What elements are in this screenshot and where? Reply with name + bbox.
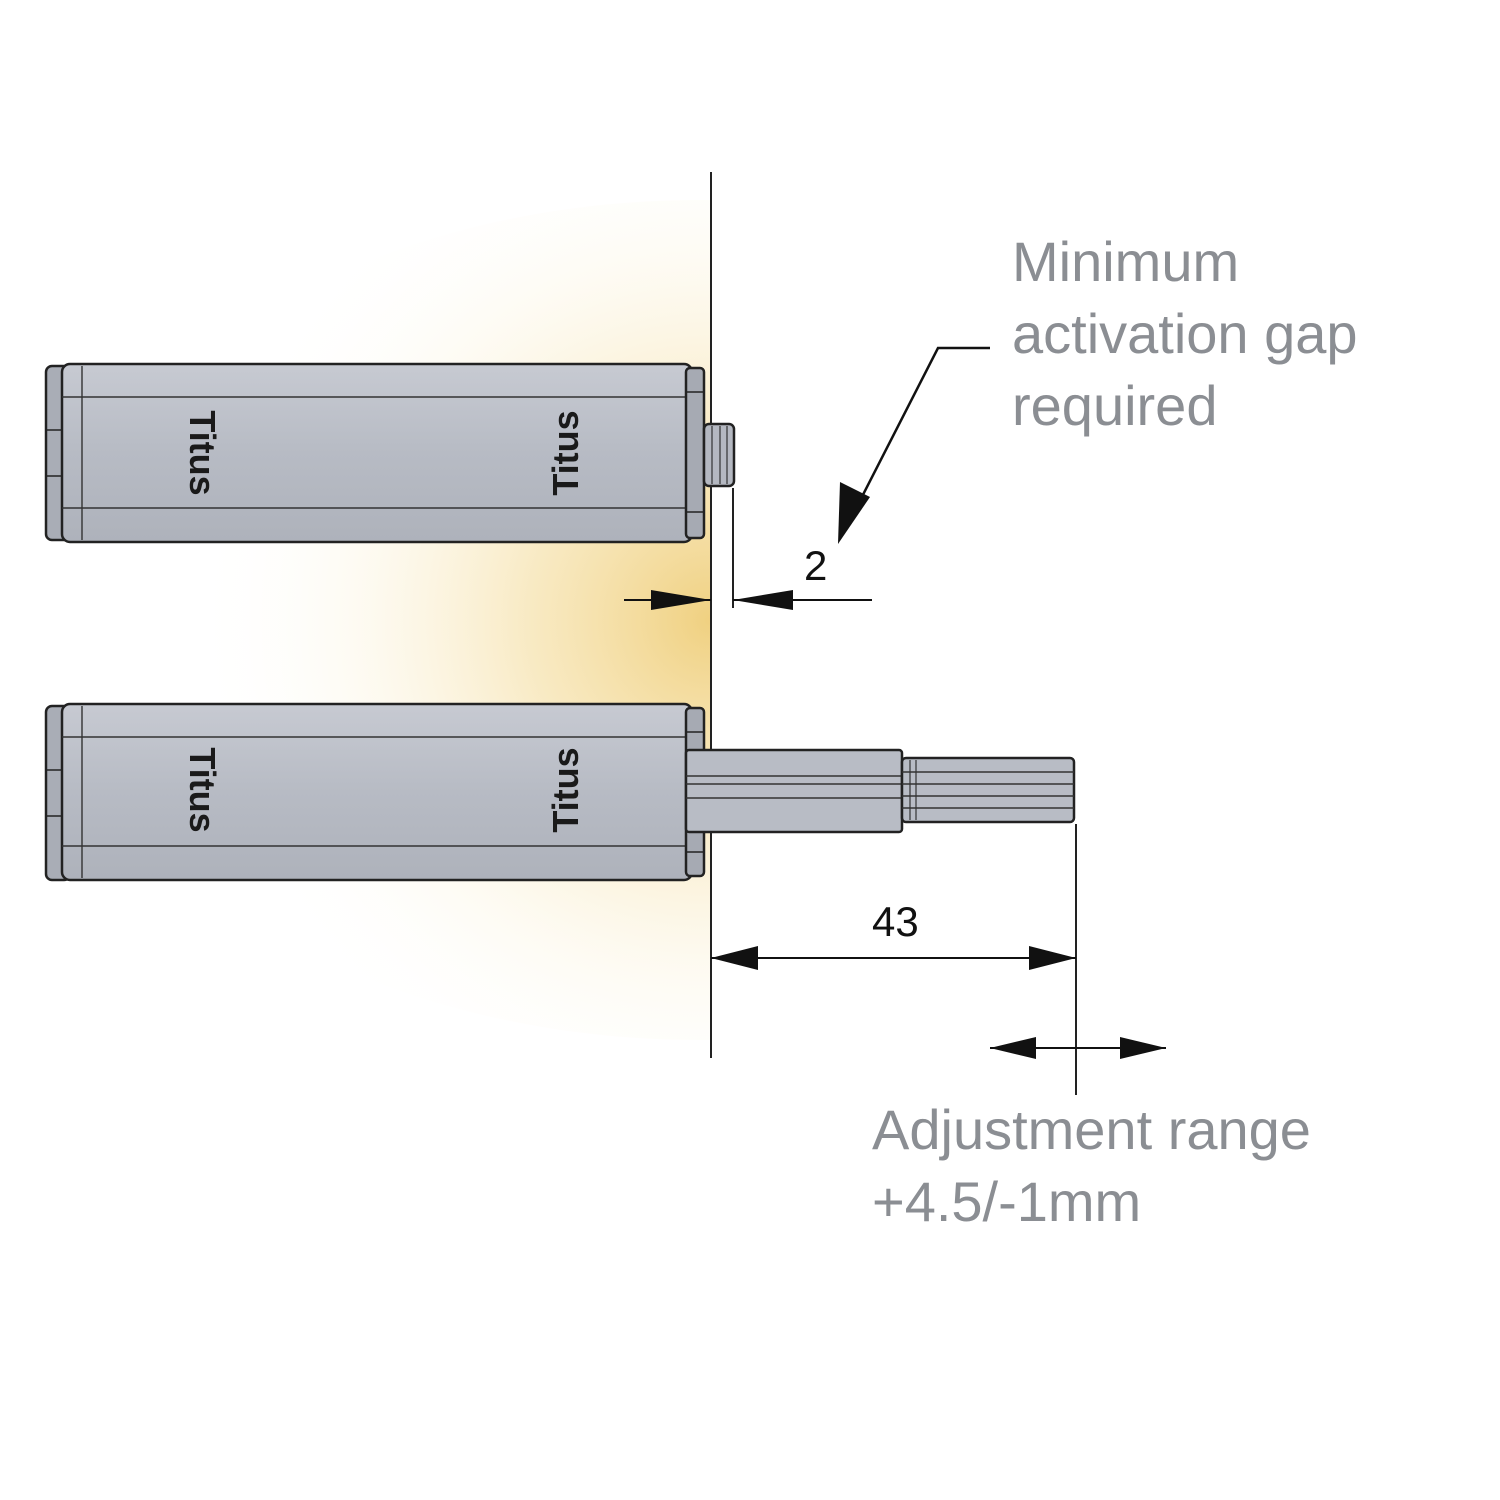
- latch-body: [60, 702, 694, 882]
- brand-text: Titus: [545, 747, 586, 832]
- brand-text: Titus: [545, 410, 586, 495]
- callout-leader-line: [844, 346, 990, 529]
- callout-line: required: [1012, 374, 1218, 437]
- brand-text: Titus: [182, 747, 223, 832]
- brand-text: Titus: [182, 410, 223, 495]
- callout-leader-arrowhead: [838, 482, 870, 544]
- gap-dimension-label: 2: [804, 542, 828, 589]
- adjustment-arrowhead-left: [990, 1037, 1036, 1059]
- adjustment-range-callout: Adjustment range +4.5/-1mm: [872, 1094, 1311, 1238]
- callout-line: Minimum: [1012, 230, 1240, 293]
- callout-line: activation gap: [1012, 302, 1358, 365]
- stroke-arrowhead-right: [1029, 946, 1076, 970]
- callout-line: +4.5/-1mm: [872, 1170, 1142, 1233]
- callout-line: Adjustment range: [872, 1098, 1311, 1161]
- stroke-dimension-label: 43: [872, 898, 919, 945]
- stroke-arrowhead-left: [711, 946, 758, 970]
- latch-retracted: [44, 362, 736, 544]
- plunger-tip: [702, 422, 736, 488]
- plunger-tip: [900, 756, 1076, 824]
- adjustment-arrowhead-right: [1120, 1037, 1166, 1059]
- latch-body: [60, 362, 694, 544]
- activation-gap-callout: Minimum activation gap required: [1012, 226, 1358, 442]
- latch-extended: [44, 702, 1076, 882]
- plunger-shaft: [684, 748, 904, 834]
